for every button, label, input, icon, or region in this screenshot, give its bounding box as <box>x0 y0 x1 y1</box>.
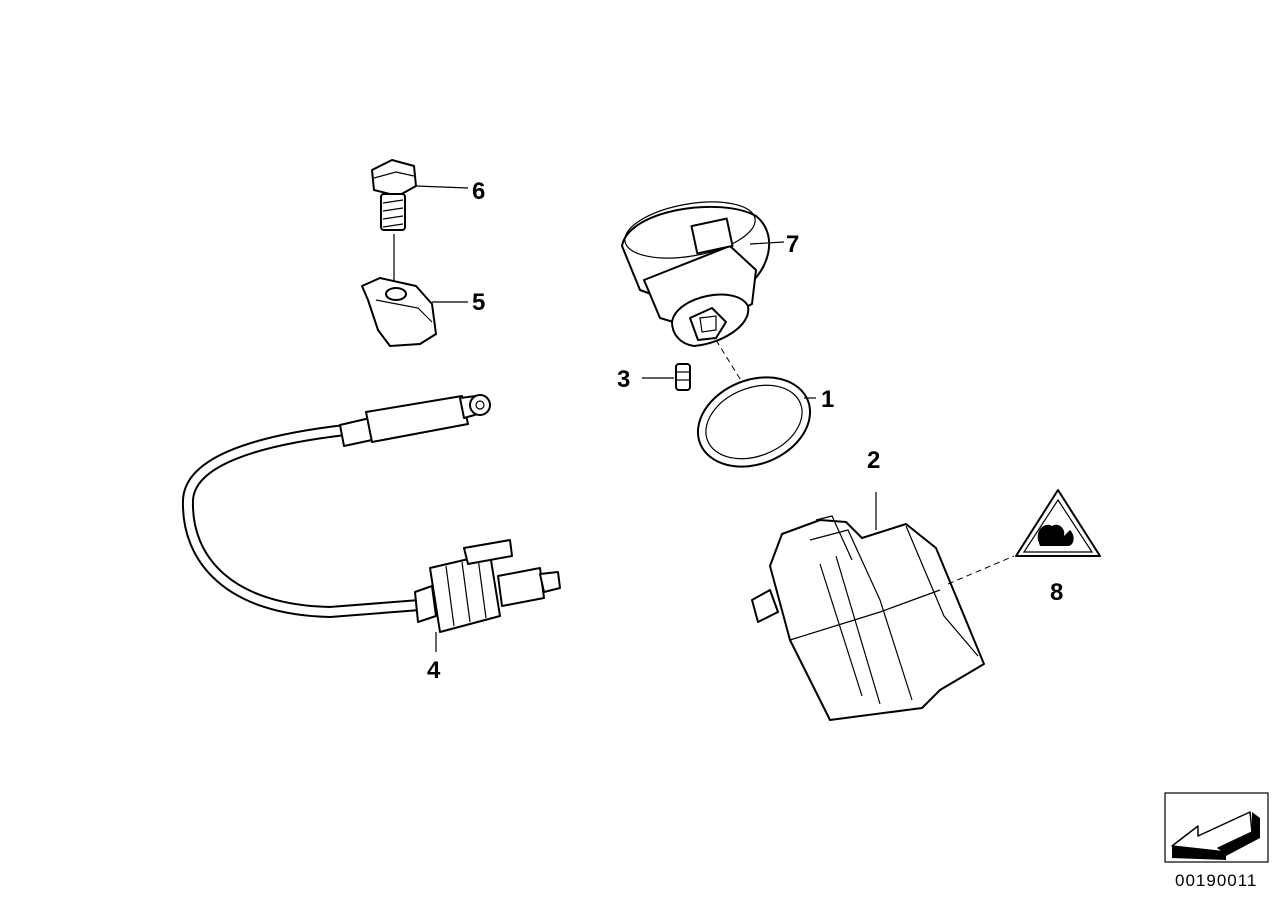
callout-5: 5 <box>472 289 485 316</box>
small-plug <box>642 363 691 391</box>
actuator-motor-unit <box>751 492 1015 721</box>
orientation-box <box>1164 792 1269 863</box>
callout-7: 7 <box>786 231 799 258</box>
callout-2: 2 <box>867 447 880 474</box>
callout-1: 1 <box>821 386 834 413</box>
hex-bolt <box>371 159 417 231</box>
callout-3: 3 <box>617 366 630 393</box>
callout-8: 8 <box>1050 579 1063 606</box>
lock-cylinder-housing <box>621 201 785 347</box>
direction-arrow-icon <box>1171 811 1260 860</box>
callout-4: 4 <box>427 657 441 684</box>
callout-6: 6 <box>472 178 485 205</box>
clamp-bracket <box>361 277 468 347</box>
o-ring <box>696 339 816 468</box>
sensor-cable <box>181 394 561 652</box>
warning-triangle-icon <box>1015 489 1101 557</box>
document-number: 00190011 <box>1175 871 1257 890</box>
